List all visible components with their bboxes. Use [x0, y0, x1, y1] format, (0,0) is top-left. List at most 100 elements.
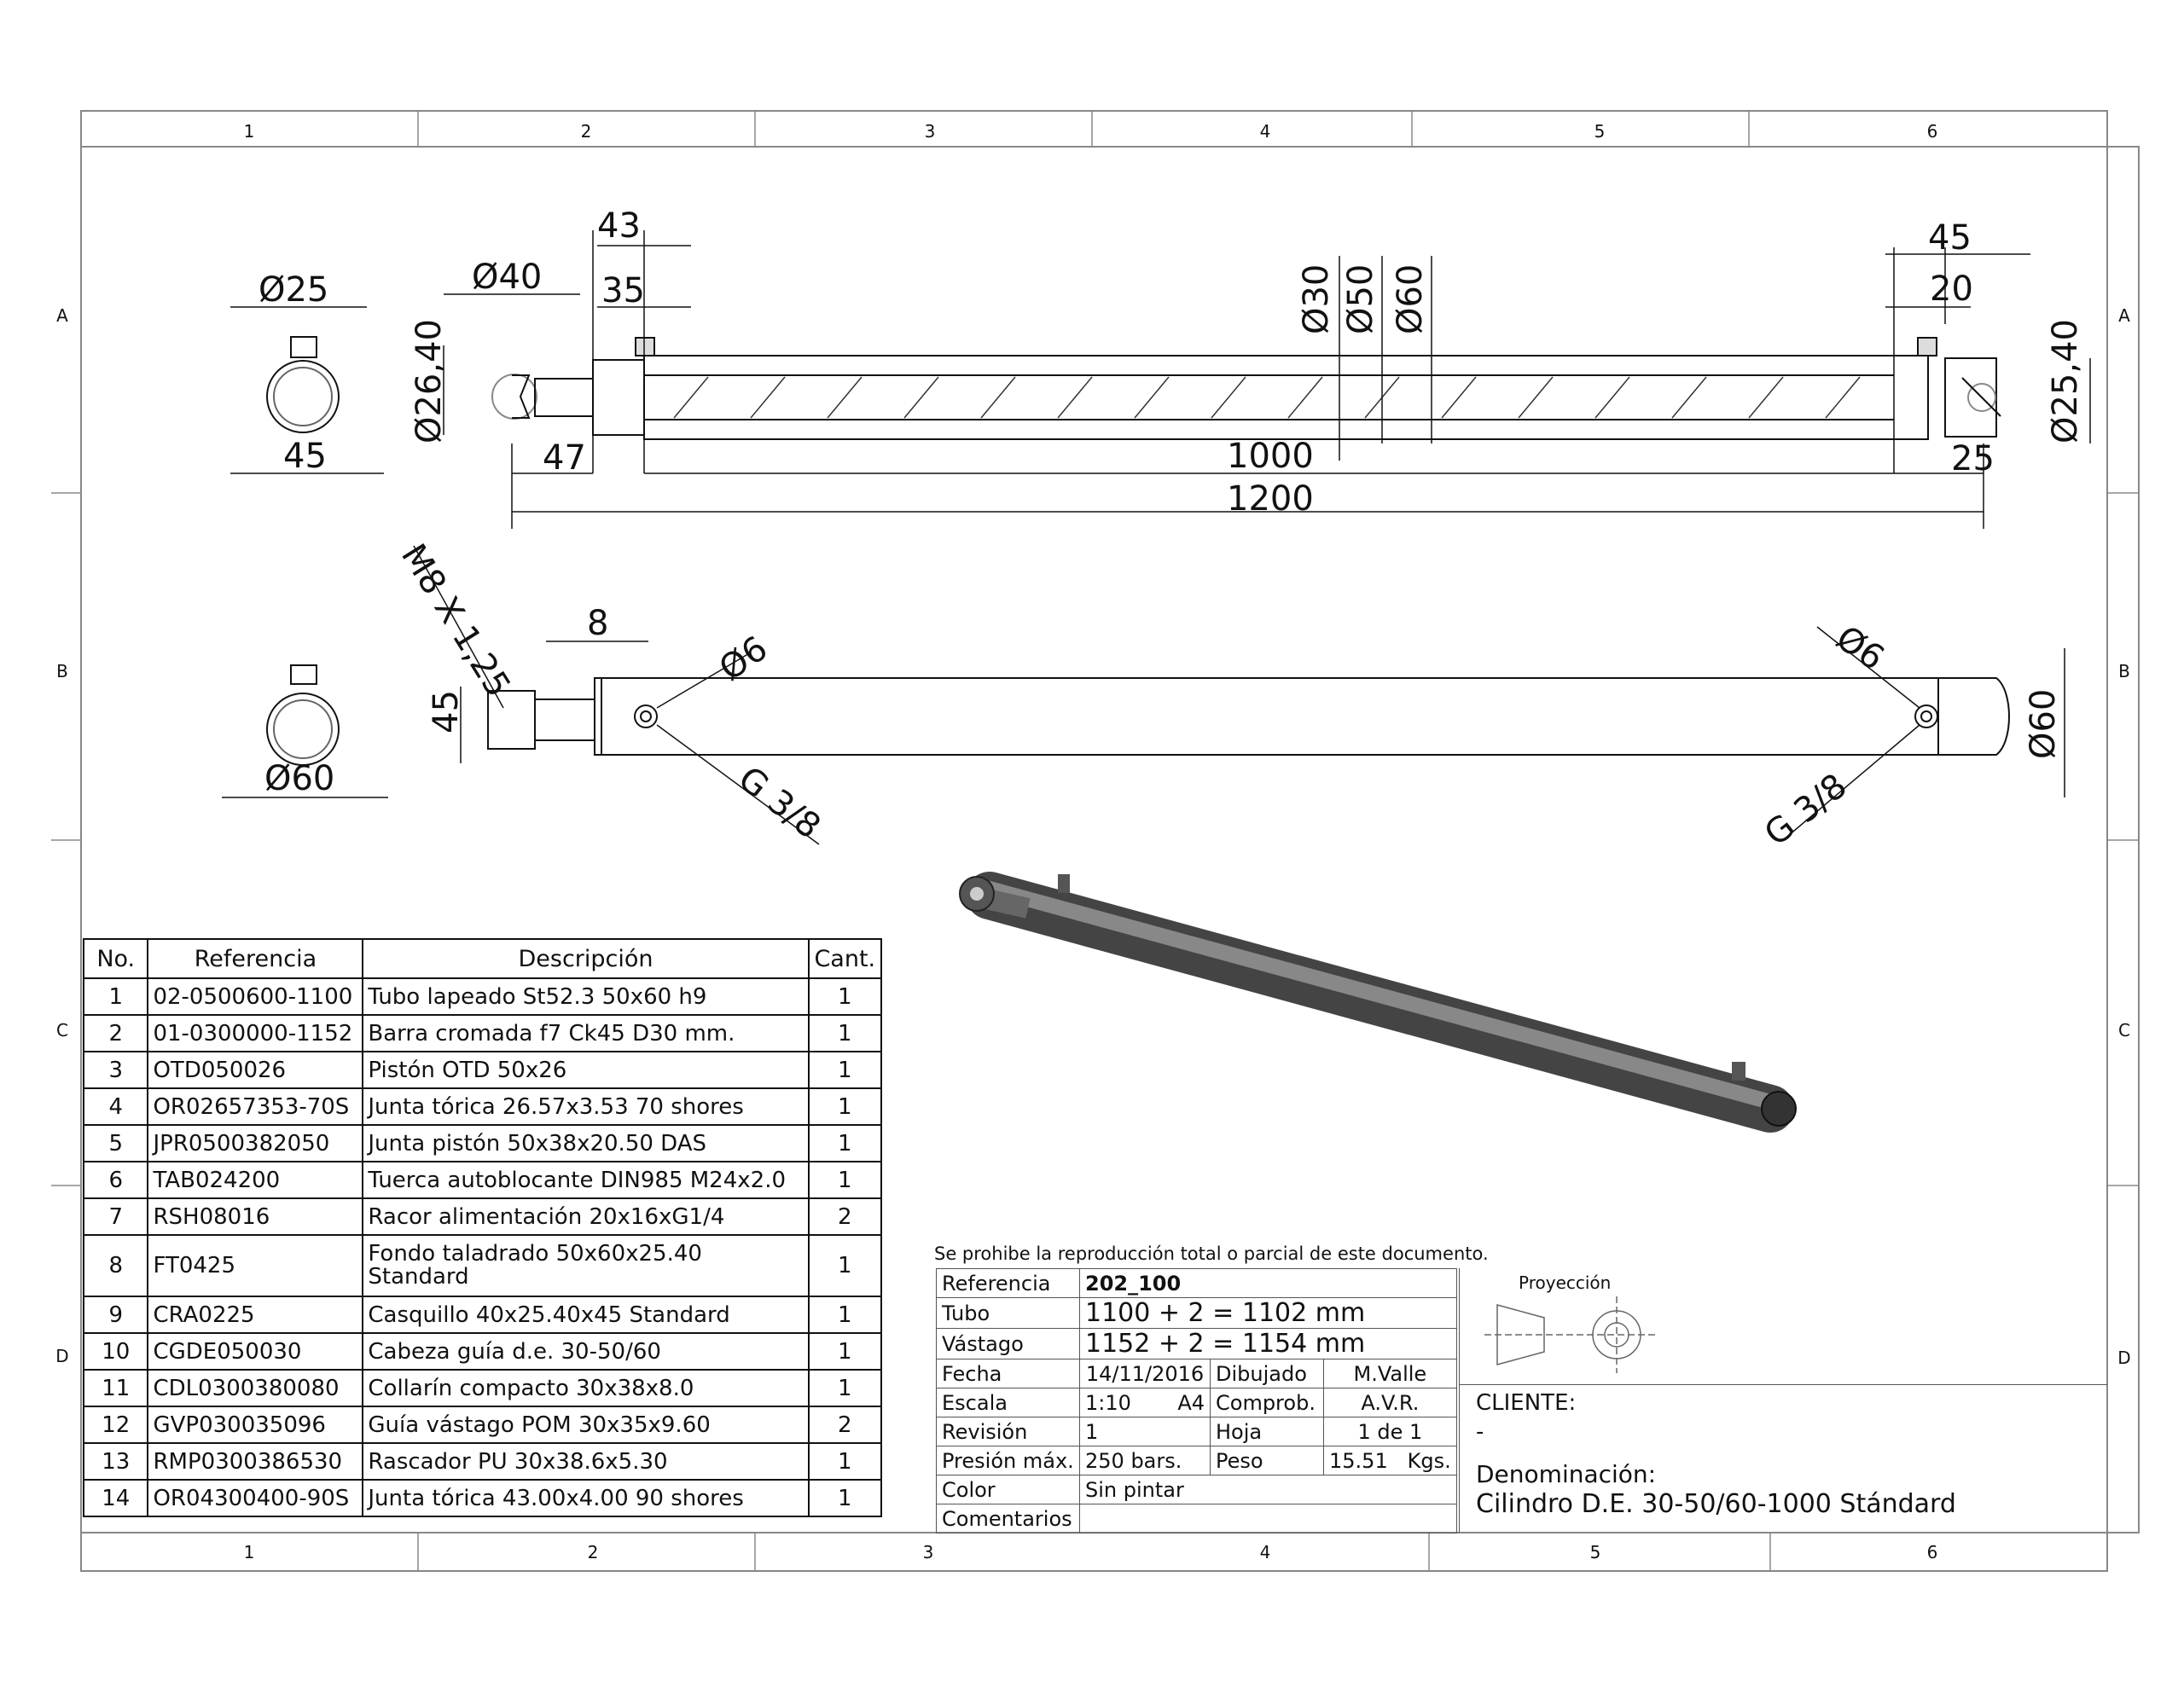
bom-no: 14 — [82, 1479, 149, 1517]
zone-dividers — [51, 111, 2139, 1571]
bom-ref: GVP030035096 — [147, 1406, 364, 1444]
bom-desc: Guía vástago POM 30x35x9.60 — [362, 1406, 810, 1444]
tb-comentarios — [1079, 1504, 1457, 1533]
bom-desc: Fondo taladrado 50x60x25.40 Standard — [362, 1234, 810, 1297]
tb-hoja: 1 de 1 — [1323, 1417, 1457, 1446]
dim-d40: Ø40 — [472, 258, 543, 297]
bom-qty: 1 — [807, 1296, 883, 1334]
section-hatch — [673, 376, 1861, 419]
bom-desc: Junta tórica 43.00x4.00 90 shores — [362, 1479, 810, 1517]
zone-col-6: 6 — [1926, 121, 1938, 142]
dim-47: 47 — [543, 438, 586, 478]
side-view — [413, 545, 2065, 845]
tb-hoja-de: de — [1377, 1419, 1403, 1444]
bom-no: 8 — [82, 1234, 149, 1297]
bom-qty: 1 — [807, 1014, 883, 1052]
bom-desc: Barra cromada f7 Ck45 D30 mm. — [362, 1014, 810, 1052]
bom-qty: 1 — [807, 1332, 883, 1371]
bom-no: 10 — [82, 1332, 149, 1371]
bom-ref: CGDE050030 — [147, 1332, 364, 1371]
bom-qty: 1 — [807, 1087, 883, 1126]
projection-symbol-icon — [1484, 1296, 1655, 1373]
title-block-right — [1459, 1268, 2108, 1533]
bom-ref: TAB024200 — [147, 1161, 364, 1199]
tb-comprob: A.V.R. — [1323, 1388, 1457, 1417]
zone-col-1-bottom: 1 — [243, 1542, 255, 1562]
cliente-label: CLIENTE: — [1476, 1390, 1577, 1416]
dim-1000: 1000 — [1227, 437, 1314, 476]
tb-escala-label: Escala — [936, 1388, 1080, 1417]
denominacion-value: Cilindro D.E. 30-50/60-1000 Stándard — [1476, 1489, 1956, 1519]
bom-desc: Casquillo 40x25.40x45 Standard — [362, 1296, 810, 1334]
bom-qty: 1 — [807, 1479, 883, 1517]
denominacion-label: Denominación: — [1476, 1460, 1657, 1488]
tb-revision-label: Revisión — [936, 1417, 1080, 1446]
isometric-view — [959, 872, 1797, 1133]
side-dim-lines — [413, 545, 2065, 845]
zone-col-5-bottom: 5 — [1589, 1542, 1601, 1562]
bom-desc: Pistón OTD 50x26 — [362, 1051, 810, 1089]
tb-fecha-label: Fecha — [936, 1359, 1080, 1388]
end-view-top — [230, 306, 384, 474]
bom-ref: RMP0300386530 — [147, 1442, 364, 1481]
tb-dibujado: M.Valle — [1323, 1359, 1457, 1388]
dim-45-right: 45 — [1928, 218, 1972, 258]
tb-color: Sin pintar — [1079, 1475, 1457, 1504]
zone-row-b-right: B — [2118, 661, 2130, 681]
section-view — [443, 230, 2091, 529]
bom-qty: 1 — [807, 1442, 883, 1481]
tb-referencia: 202_100 — [1079, 1268, 1457, 1298]
zone-row-a-right: A — [2118, 305, 2130, 326]
zone-row-c: C — [56, 1020, 68, 1041]
bom-header-descripcion: Descripción — [362, 938, 810, 979]
zone-col-3: 3 — [924, 121, 936, 142]
dim-45-side: 45 — [427, 690, 466, 733]
zone-row-c-right: C — [2118, 1020, 2130, 1041]
zone-col-5: 5 — [1594, 121, 1606, 142]
dim-d25: Ø25 — [258, 270, 329, 310]
tb-revision: 1 — [1079, 1417, 1211, 1446]
tb-formato: A4 — [1158, 1388, 1211, 1417]
bom-desc: Cabeza guía d.e. 30-50/60 — [362, 1332, 810, 1371]
bom-desc: Rascador PU 30x38.6x5.30 — [362, 1442, 810, 1481]
reproduction-notice: Se prohibe la reproducción total o parci… — [934, 1244, 1489, 1264]
bom-ref: CRA0225 — [147, 1296, 364, 1334]
tb-tubo: 1100 + 2 = 1102 mm — [1079, 1297, 1457, 1329]
zone-col-3-bottom: 3 — [922, 1542, 934, 1562]
dim-d60-side: Ø60 — [2024, 688, 2063, 759]
bom-qty: 1 — [807, 1161, 883, 1199]
bom-no: 9 — [82, 1296, 149, 1334]
dim-d60-endview: Ø60 — [264, 759, 335, 798]
dim-8: 8 — [587, 604, 609, 643]
zone-col-4-bottom: 4 — [1259, 1542, 1271, 1562]
bom-qty: 1 — [807, 1051, 883, 1089]
bom-ref: CDL0300380080 — [147, 1369, 364, 1407]
bom-qty: 2 — [807, 1197, 883, 1236]
bom-no: 4 — [82, 1087, 149, 1126]
section-dim-lines — [443, 230, 2091, 529]
zone-row-b: B — [56, 661, 68, 681]
bom-desc: Tuerca autoblocante DIN985 M24x2.0 — [362, 1161, 810, 1199]
dim-43: 43 — [597, 206, 641, 246]
cliente-value: - — [1476, 1419, 1484, 1445]
zone-col-2-bottom: 2 — [587, 1542, 599, 1562]
dim-d30: Ø30 — [1297, 264, 1336, 334]
dim-d26-40: Ø26,40 — [410, 319, 449, 443]
tb-peso-unit: Kgs. — [1407, 1448, 1451, 1473]
zone-row-a: A — [56, 305, 68, 326]
dim-35: 35 — [601, 271, 645, 310]
tb-hoja-num: 1 — [1357, 1419, 1371, 1444]
tb-comprob-label: Comprob. — [1210, 1388, 1324, 1417]
tb-color-label: Color — [936, 1475, 1080, 1504]
tb-comentarios-label: Comentarios — [936, 1504, 1080, 1533]
bom-desc: Racor alimentación 20x16xG1/4 — [362, 1197, 810, 1236]
